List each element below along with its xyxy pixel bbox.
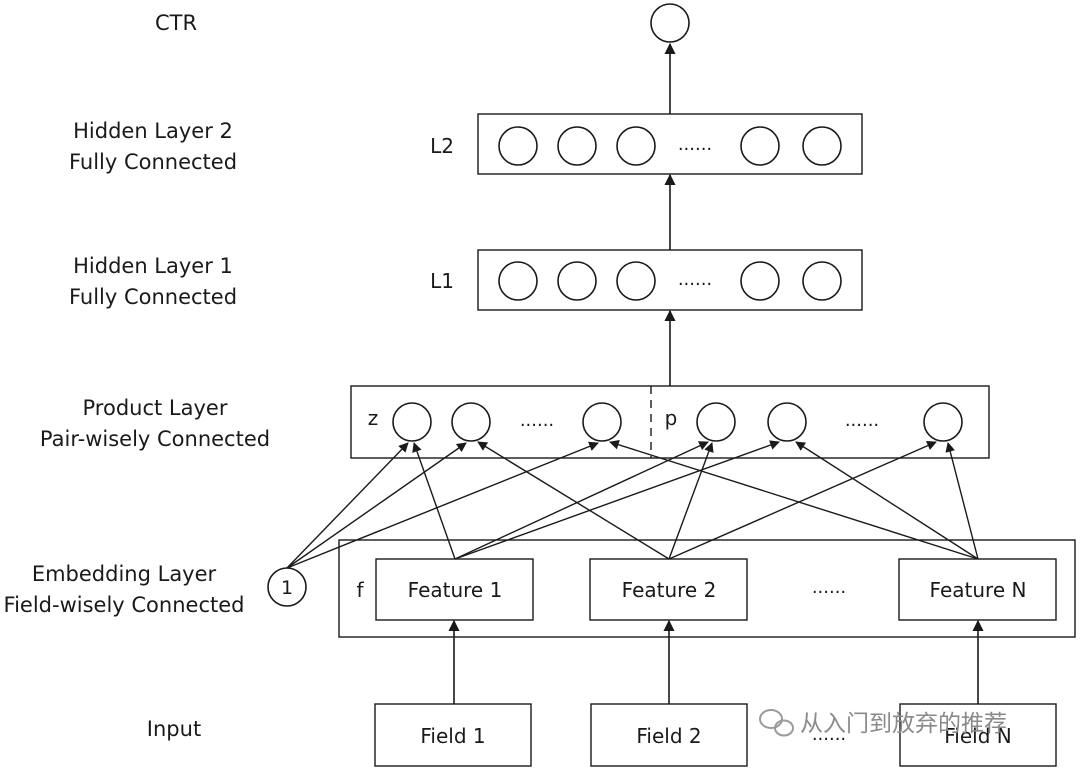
feature-1-label: Feature 1: [408, 578, 503, 602]
product-connections: [286, 440, 979, 569]
edge-f2-p3: [668, 441, 937, 560]
hidden-layer-1-nodes: [498, 261, 842, 301]
wechat-icon: [759, 709, 794, 737]
edge-bias-z3: [286, 441, 599, 569]
l2-node-2: [557, 126, 597, 166]
l1-node-5: [802, 261, 842, 301]
l1-node-1: [498, 261, 538, 301]
label-product-title: Product Layer: [83, 396, 228, 420]
z-node-2: [451, 402, 491, 442]
label-p: p: [665, 406, 678, 430]
label-embedding-title: Embedding Layer: [32, 562, 217, 586]
label-l2: L2: [430, 134, 454, 158]
hidden-layer-1-box: [477, 249, 863, 311]
label-f: f: [356, 578, 364, 602]
l2-node-5: [802, 126, 842, 166]
watermark: 从入门到放弃的推荐: [759, 709, 1007, 737]
feature-n-box: [898, 558, 1057, 621]
edge-f2-p1: [668, 442, 714, 560]
feature-ellipsis: ......: [812, 577, 846, 598]
hidden-layer-2-box: [477, 113, 863, 175]
bias-node-label: 1: [281, 577, 293, 599]
hidden-layer-2-nodes: [498, 126, 842, 166]
label-product-sub: Pair-wisely Connected: [40, 427, 270, 451]
l1-node-3: [616, 261, 656, 301]
label-embedding-sub: Field-wisely Connected: [4, 593, 245, 617]
field-2-label: Field 2: [636, 724, 701, 748]
edge-bias-z1: [286, 442, 409, 569]
label-ctr: CTR: [155, 11, 197, 35]
l1-node-4: [740, 261, 780, 301]
edge-f2-z2: [477, 441, 670, 560]
label-l1: L1: [430, 269, 454, 293]
p-node-2: [767, 402, 807, 442]
edge-bias-z2: [286, 442, 467, 569]
label-input: Input: [147, 717, 201, 741]
label-z: z: [368, 406, 379, 430]
z-ellipsis: ......: [520, 410, 554, 431]
field-ellipsis: ......: [812, 724, 846, 745]
field-n-label: Field N: [944, 724, 1011, 748]
l2-node-4: [740, 126, 780, 166]
edge-f1-p1: [454, 441, 709, 560]
p-node-1: [696, 402, 736, 442]
label-hidden2-title: Hidden Layer 2: [73, 119, 233, 143]
edge-f1-z1: [412, 442, 456, 560]
l2-node-3: [616, 126, 656, 166]
label-hidden2-sub: Fully Connected: [69, 150, 237, 174]
feature-2-label: Feature 2: [622, 578, 717, 602]
z-node-1: [392, 402, 432, 442]
field-1-box: [374, 703, 532, 767]
label-hidden1-title: Hidden Layer 1: [73, 254, 233, 278]
l1-ellipsis: ......: [678, 269, 712, 290]
edge-fn-p3: [945, 442, 979, 560]
ctr-output-node: [650, 3, 690, 43]
l2-ellipsis: ......: [678, 134, 712, 155]
product-layer-nodes: [392, 402, 963, 442]
edge-fn-z3: [609, 440, 979, 560]
z-node-3: [582, 402, 622, 442]
p-node-3: [923, 402, 963, 442]
label-hidden1-sub: Fully Connected: [69, 285, 237, 309]
edge-f1-p2: [454, 440, 780, 560]
l1-node-2: [557, 261, 597, 301]
edge-fn-p2: [795, 441, 979, 560]
feature-n-label: Feature N: [930, 578, 1027, 602]
l2-node-1: [498, 126, 538, 166]
field-n-box: [899, 703, 1057, 767]
field-2-box: [590, 703, 748, 767]
field-1-label: Field 1: [420, 724, 485, 748]
vertical-arrows: [448, 42, 984, 704]
watermark-text: 从入门到放弃的推荐: [800, 711, 1007, 737]
p-ellipsis: ......: [845, 410, 879, 431]
